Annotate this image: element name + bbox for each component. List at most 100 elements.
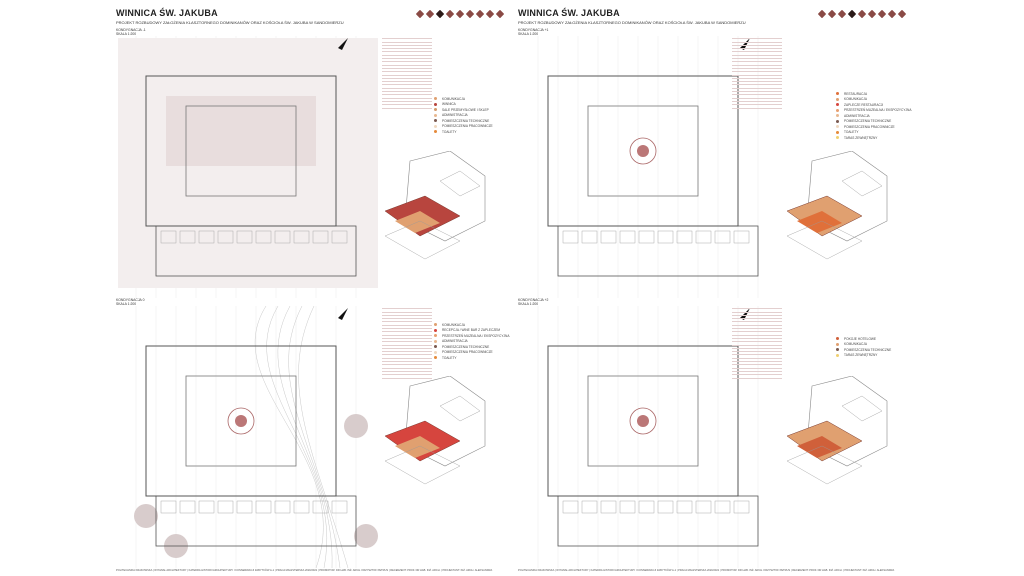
room-outline [331,230,348,244]
room-outline [619,230,636,244]
floor-plan-drawing [537,36,759,298]
contour-line [288,306,341,569]
room-outline [236,230,253,244]
level-diamond-icon [837,9,847,19]
floor-plan-drawing [537,306,759,568]
annex-outline [155,225,357,277]
courtyard-fountain [629,137,657,165]
room-outline [293,500,310,514]
legend-item: POMIESZCZENIA PRACOWNICZE [434,124,493,130]
legend-item: SALE PRZEMYSŁOWE I SKLEP [434,107,493,113]
schedule-row [382,352,432,356]
schedule-row [732,102,782,106]
schedule-row [732,39,782,43]
room-outline [293,230,310,244]
room-schedule [382,36,432,109]
room-outline [657,230,674,244]
floor-plan-drawing [118,36,378,298]
level-name: KONDYGNACJA -1 [116,28,146,32]
schedule-row [382,329,432,333]
legend-label: ADMINISTRACJA [442,113,468,118]
poster-subtitle: PROJEKT ROZBUDOWY ZAŁOŻENIA KLASZTORNEGO… [518,20,746,25]
room-outline [198,500,215,514]
legend-swatch [836,125,839,129]
roof-lines [841,395,883,422]
axonometric-view [786,151,888,260]
annex-outline [557,225,759,277]
schedule-row [732,56,782,60]
room-outline [236,500,253,514]
level-name: KONDYGNACJA 0 [116,298,145,302]
legend-item: KOMUNIKACJA [836,342,891,348]
legend-swatch [836,337,839,341]
legend-item: POMIESZCZENIA PRACOWNICZE [836,124,911,130]
legend-swatch [836,119,839,123]
schedule-row [732,69,782,73]
room-outline [714,230,731,244]
room-schedule [732,36,782,109]
legend-item: POMIESZCZENIA TECHNICZNE [836,347,891,353]
legend-label: KOMUNIKACJA [844,342,868,347]
schedule-row [382,326,432,330]
schedule-row [382,372,432,376]
room-outline [600,230,617,244]
legend-label: KOMUNIKACJA [844,97,868,102]
schedule-row [732,79,782,83]
legend-swatch [434,328,437,332]
room-outline [714,500,731,514]
schedule-row [382,355,432,359]
scale-label: SKALA 1:200 [116,302,137,306]
room-outline [581,500,598,514]
schedule-row [732,46,782,50]
legend-swatch [434,124,437,128]
schedule-row [382,69,432,73]
roof-lines [439,395,481,422]
level-diamond-icon [445,9,455,19]
legend-swatch [836,103,839,107]
floor-plan-drawing [134,306,378,569]
legend-swatch [434,102,437,106]
schedule-row [382,309,432,313]
courtyard-fountain [629,407,657,435]
legend-swatch [434,108,437,112]
axonometric-view [786,376,888,485]
legend-label: PRZESTRZEŃ MUZEALNA / EKSPOZYCYJNA [844,108,912,113]
level-diamond-icon [465,9,475,19]
cloister-outline [587,375,699,467]
schedule-row [382,39,432,43]
contour-line [254,306,324,569]
schedule-row [382,102,432,106]
level-diamond-icon [897,9,907,19]
legend-item: PRZESTRZEŃ MUZEALNA / EKSPOZYCYJNA [434,333,509,339]
schedule-row [732,332,782,336]
schedule-row [732,95,782,99]
legend-item: TOALETY [434,129,493,135]
legend-swatch [836,348,839,352]
level-indicator [415,9,505,19]
legend-item: TOALETY [836,130,911,136]
tree-symbol [134,504,158,528]
schedule-row [382,322,432,326]
schedule-row [382,95,432,99]
legend-item: KOMUNIKACJA [434,322,509,328]
legend-label: ZAPLECZE RESTAURACJI [844,102,884,107]
schedule-row [382,342,432,346]
legend-item: TARAS ZEWNĘTRZNY [836,353,891,359]
legend-swatch [434,334,437,338]
level-name: KONDYGNACJA +2 [518,298,549,302]
north-arrow-icon [740,38,750,50]
schedule-row [382,359,432,363]
schedule-row [382,72,432,76]
schedule-row [732,82,782,86]
legend-item: TARAS ZEWNĘTRZNY [836,135,911,141]
legend-swatch [836,130,839,134]
schedule-row [732,66,782,69]
room-outline [217,500,234,514]
schedule-row [382,365,432,369]
level-diamond-icon [455,9,465,19]
legend-label: PRZESTRZEŃ MUZEALNA / EKSPOZYCYJNA [442,333,510,338]
legend-swatch [434,339,437,343]
